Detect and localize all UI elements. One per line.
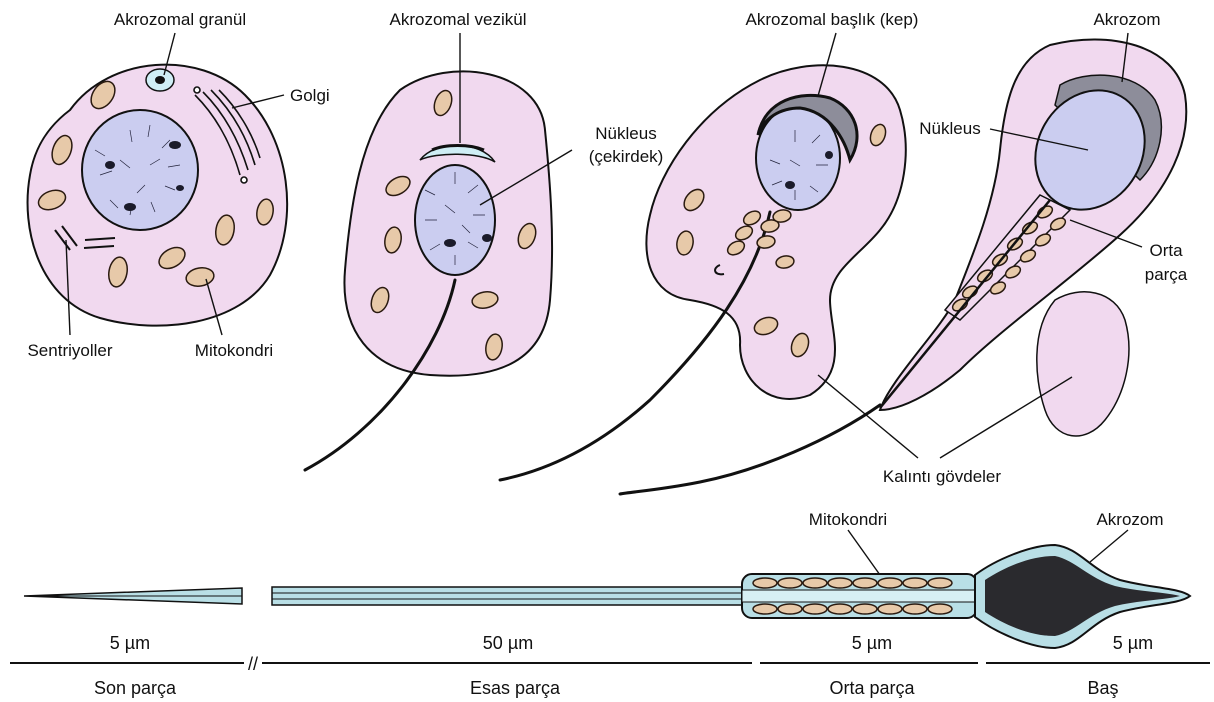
stage2-chromocenter-2 <box>482 234 492 242</box>
middle-piece-core <box>742 590 977 602</box>
residual-body <box>1037 292 1129 436</box>
label-mitokondri-stage1: Mitokondri <box>195 341 273 360</box>
label-akrozomal-granul: Akrozomal granül <box>114 10 246 29</box>
label-akrozomal-baslik: Akrozomal başlık (kep) <box>746 10 919 29</box>
label-mitokondri-bottom: Mitokondri <box>809 510 887 529</box>
label-akrozom-stage4: Akrozom <box>1093 10 1160 29</box>
stage4-flagellum <box>620 405 880 494</box>
part-name-orta: Orta parça <box>829 678 915 698</box>
principal-piece <box>272 587 750 605</box>
part-name-son: Son parça <box>94 678 177 698</box>
scale-esas-length: 50 µm <box>483 633 533 653</box>
label-akrozom-bottom: Akrozom <box>1096 510 1163 529</box>
stage-2-spermatid <box>305 71 552 470</box>
stage3-chromocenter-2 <box>825 151 833 159</box>
part-name-bas: Baş <box>1087 678 1118 698</box>
label-orta-line2: parça <box>1145 265 1188 284</box>
label-nukleus-stage2-line2: (çekirdek) <box>589 147 664 166</box>
label-sentriyoller: Sentriyoller <box>27 341 112 360</box>
scale-bas-length: 5 µm <box>1113 633 1153 653</box>
label-nukleus-stage2-line1: Nükleus <box>595 124 656 143</box>
scale-son-length: 5 µm <box>110 633 150 653</box>
label-akrozomal-vezikul: Akrozomal vezikül <box>390 10 527 29</box>
mature-spermatozoon <box>24 545 1190 648</box>
stage1-nucleus <box>82 110 198 230</box>
stage1-acrosomal-granule <box>155 76 165 84</box>
label-kalinti-govdeler: Kalıntı gövdeler <box>883 467 1001 486</box>
part-name-esas: Esas parça <box>470 678 561 698</box>
label-golgi: Golgi <box>290 86 330 105</box>
label-nukleus-stage4: Nükleus <box>919 119 980 138</box>
label-orta-line1: Orta <box>1149 241 1183 260</box>
stage2-chromocenter-1 <box>444 239 456 247</box>
stage3-chromocenter-1 <box>785 181 795 189</box>
scale-orta-length: 5 µm <box>852 633 892 653</box>
stage-3-spermatid <box>500 65 906 480</box>
scale-break-mark: // <box>248 654 258 674</box>
